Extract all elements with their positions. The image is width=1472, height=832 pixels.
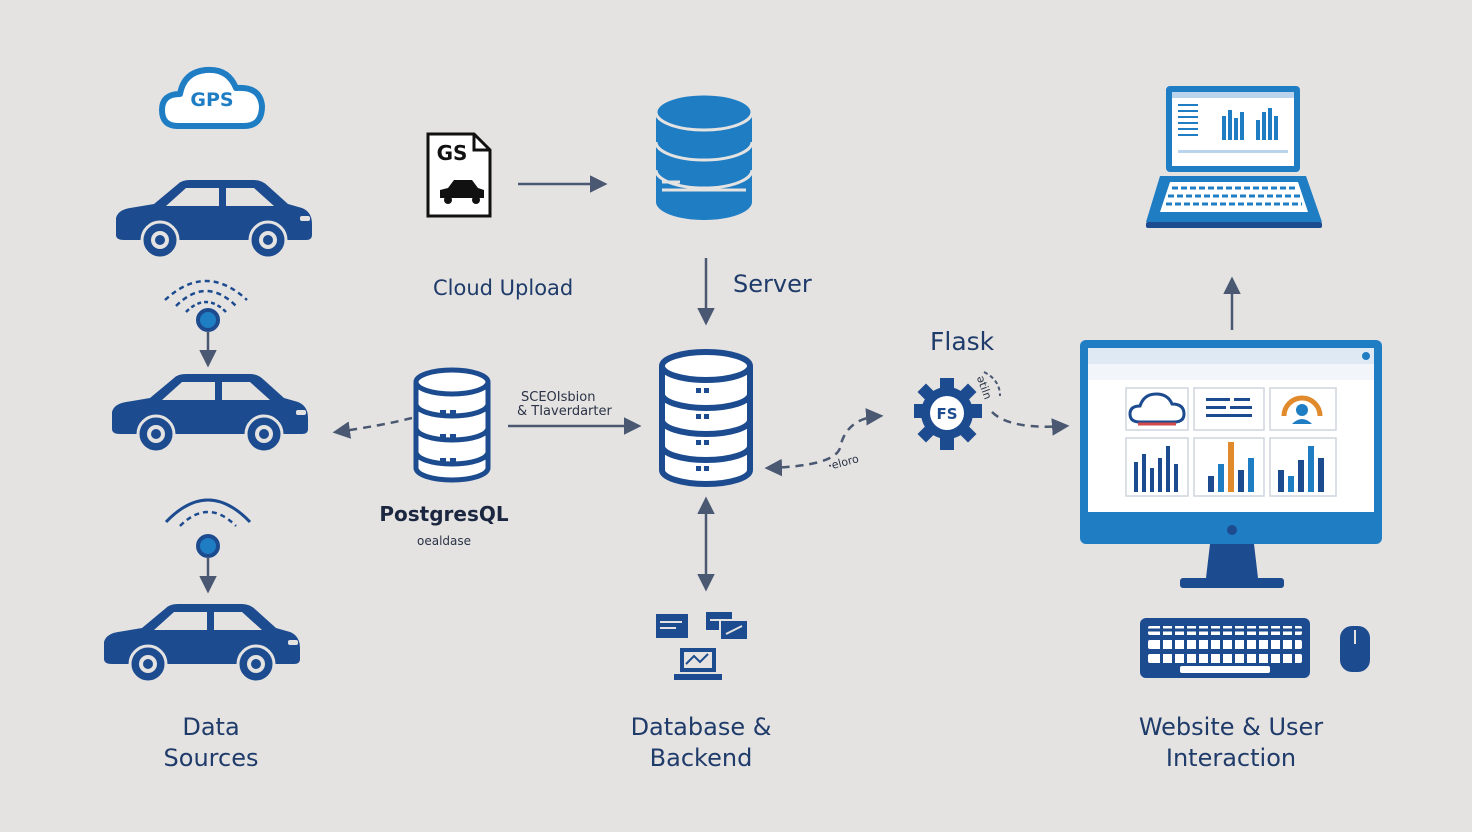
keyboard-icon	[1140, 618, 1310, 678]
postgresql-database-icon	[413, 367, 491, 483]
flask-label: Flask	[930, 327, 995, 356]
flask-gear-label: FS	[936, 405, 957, 423]
gps-cloud-icon: GPS	[159, 66, 265, 129]
postgresql-label: PostgresQL	[379, 502, 509, 526]
data-sources-label: Data Sources	[164, 712, 259, 774]
postgres-to-cars-arrow	[332, 416, 413, 439]
website-line1: Website & User	[1138, 713, 1324, 741]
website-line2: Interaction	[1165, 744, 1297, 772]
etl-label-line1: SCEOIsbion	[521, 390, 596, 405]
gps-label: GPS	[190, 89, 233, 111]
car-icon-2	[110, 372, 310, 454]
data-sources-line1: Data	[182, 713, 240, 741]
laptop-icon	[1146, 86, 1322, 228]
signal-sensor-icon-2	[164, 498, 252, 594]
cloud-upload-label: Cloud Upload	[433, 276, 574, 300]
signal-sensor-icon-1	[164, 279, 248, 368]
database-backend-label: Database & Backend	[631, 712, 772, 774]
server-label: Server	[733, 270, 812, 298]
flask-signal-dashes	[983, 371, 1001, 397]
mouse-icon	[1340, 626, 1370, 672]
postgresql-sublabel: oealdase	[416, 534, 472, 548]
etl-label-line2: & TIaverdarter	[517, 404, 612, 419]
server-database-icon	[654, 92, 754, 220]
database-backend-line2: Backend	[649, 744, 753, 772]
database-backend-line1: Database &	[630, 713, 772, 741]
website-user-label: Website & User Interaction	[1139, 712, 1323, 774]
gs-label: GS	[437, 141, 468, 165]
flask-gear-icon: FS	[914, 378, 982, 450]
data-sources-line2: Sources	[163, 744, 259, 772]
backend-flask-arrow	[764, 408, 884, 477]
backend-tools-icon	[656, 612, 749, 680]
gs-document-icon: GS	[426, 132, 492, 218]
car-icon-3	[102, 602, 302, 684]
backend-database-icon	[659, 349, 753, 487]
car-icon-1	[114, 178, 314, 260]
flask-to-monitor-arrow	[991, 411, 1070, 436]
dashboard-widgets	[1125, 387, 1337, 497]
